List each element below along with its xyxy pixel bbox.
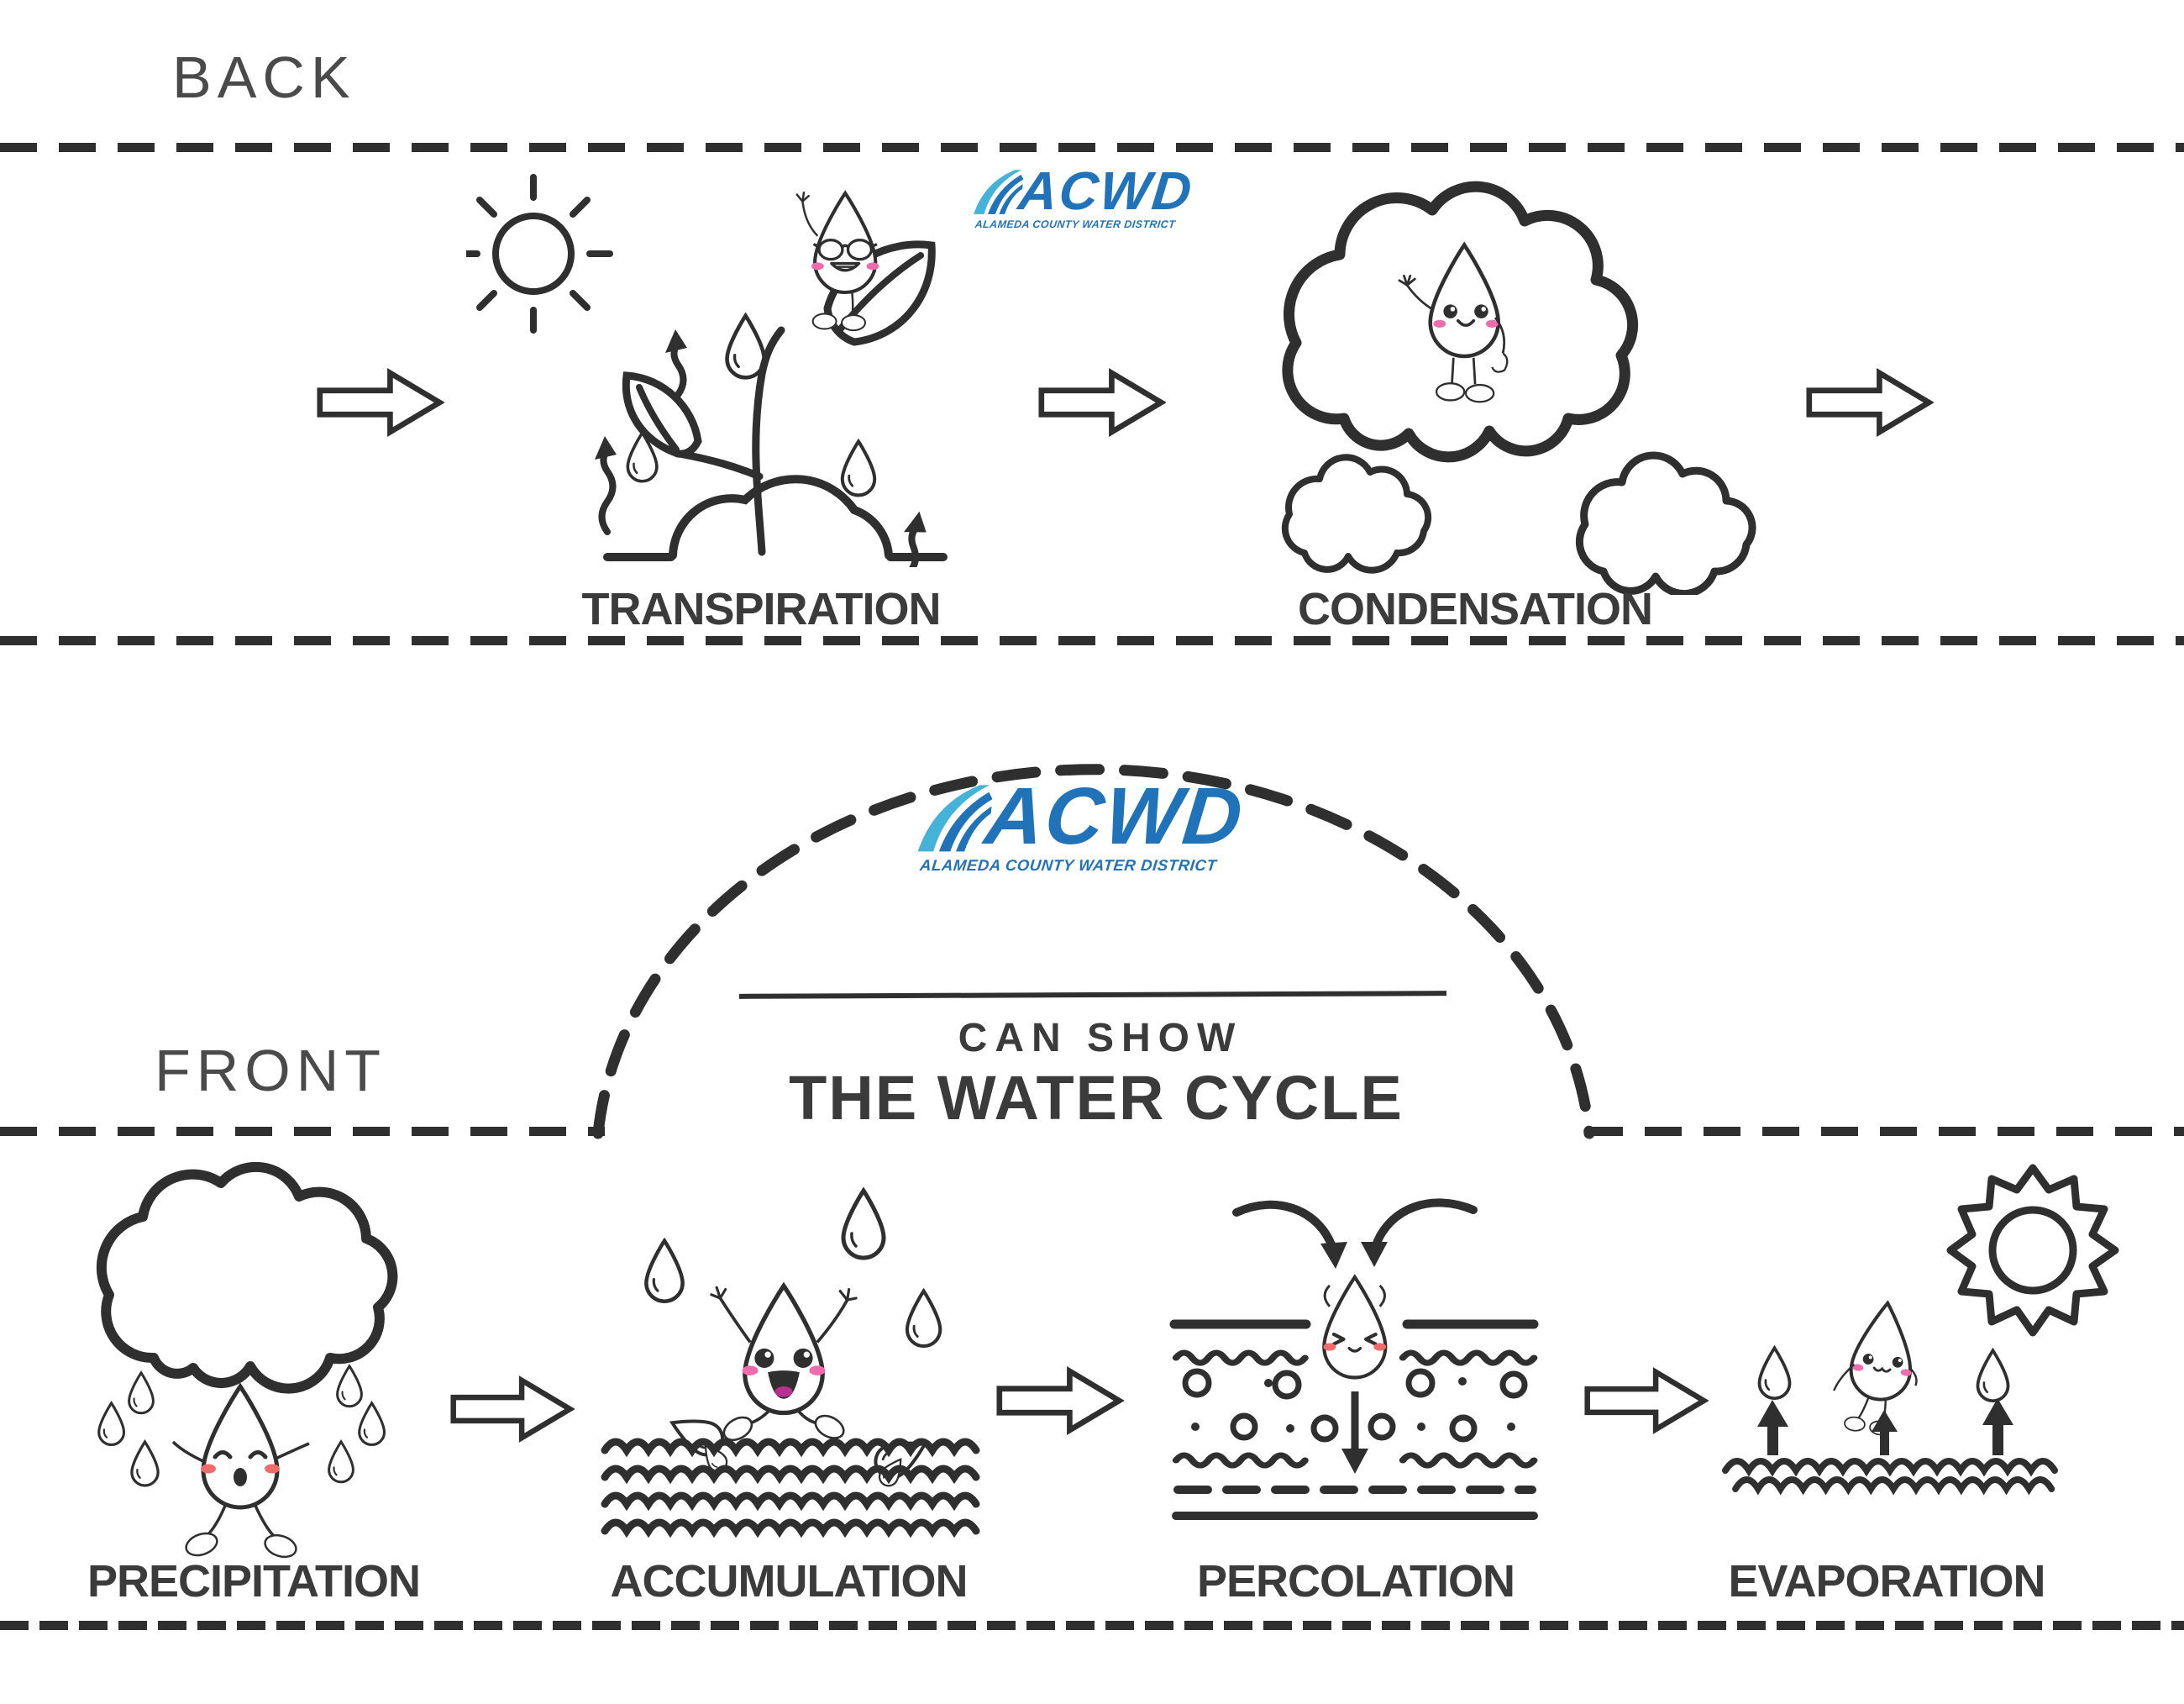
- step-label-condensation: CONDENSATION: [1297, 584, 1653, 634]
- transpiration-illustration: [466, 174, 948, 567]
- down-arrow-icon: [1341, 1391, 1368, 1474]
- up-arrow-icon: [1757, 1398, 2013, 1455]
- water-drop-character: [710, 1286, 858, 1442]
- condensation-illustration: [1281, 181, 1756, 595]
- poster-subtitle: CAN SHOW: [958, 1016, 1243, 1060]
- steam-arrow-icon: [595, 436, 617, 532]
- cut-line-top: [0, 143, 2184, 152]
- step-label-percolation: PERCOLATION: [1197, 1556, 1515, 1607]
- cup-lid-outline: [592, 764, 1595, 1139]
- sun-icon: [466, 174, 613, 334]
- acwd-full-name: ALAMEDA COUNTY WATER DISTRICT: [974, 218, 1176, 230]
- acwd-logo: ACWD ALAMEDA COUNTY WATER DISTRICT: [914, 771, 1248, 875]
- right-arrow-icon: [1038, 366, 1166, 439]
- acwd-acronym: ACWD: [980, 771, 1248, 861]
- water-drop-character: [1323, 1277, 1386, 1378]
- cut-line-front-right: [1586, 1127, 2184, 1136]
- cut-line-bottom: [0, 1621, 2184, 1630]
- water-drop-character: [171, 1386, 310, 1559]
- right-arrow-icon: [317, 366, 444, 439]
- water-drop-character: [1833, 1298, 1924, 1436]
- right-arrow-icon: [450, 1373, 575, 1445]
- back-panel-label: BACK: [172, 45, 356, 110]
- wave-icon: [605, 1442, 976, 1531]
- evaporation-illustration: [1720, 1164, 2119, 1536]
- poster-title: THE WATER CYCLE: [789, 1063, 1404, 1133]
- cloud-icon: [1575, 451, 1756, 595]
- percolation-illustration: [1169, 1198, 1539, 1520]
- acwd-waves-icon: [974, 170, 1024, 214]
- right-arrow-icon: [996, 1365, 1124, 1437]
- step-label-accumulation: ACCUMULATION: [610, 1556, 969, 1607]
- cloud-icon: [1281, 454, 1432, 574]
- right-arrow-icon: [1584, 1365, 1709, 1437]
- sprout-icon: [603, 240, 948, 561]
- front-panel-label: FRONT: [155, 1038, 387, 1103]
- accumulation-illustration: [596, 1173, 991, 1559]
- step-label-precipitation: PRECIPITATION: [87, 1556, 421, 1607]
- water-drop-icon: [843, 441, 874, 495]
- acwd-waves-icon: [917, 785, 993, 852]
- step-label-transpiration: TRANSPIRATION: [581, 584, 942, 634]
- spiky-sun-icon: [1946, 1164, 2119, 1337]
- sunglasses-icon: [812, 239, 878, 261]
- water-drop-icon: [727, 316, 764, 378]
- water-drop-character: [1398, 245, 1509, 403]
- precipitation-illustration: [96, 1161, 398, 1559]
- cut-line-middle: [0, 636, 2184, 645]
- acwd-logo: ACWD ALAMEDA COUNTY WATER DISTRICT: [971, 160, 1196, 230]
- acwd-acronym: ACWD: [1016, 160, 1196, 221]
- soil-layers-icon: [1169, 1319, 1539, 1520]
- acwd-full-name: ALAMEDA COUNTY WATER DISTRICT: [919, 856, 1218, 875]
- curved-arrow-icon: [1232, 1198, 1478, 1269]
- wave-icon: [1725, 1461, 2055, 1489]
- step-label-evaporation: EVAPORATION: [1728, 1556, 2045, 1607]
- cloud-icon: [96, 1161, 398, 1394]
- water-drop-character: [795, 192, 879, 332]
- right-arrow-icon: [1806, 366, 1934, 439]
- cut-line-front-left: [0, 1127, 605, 1136]
